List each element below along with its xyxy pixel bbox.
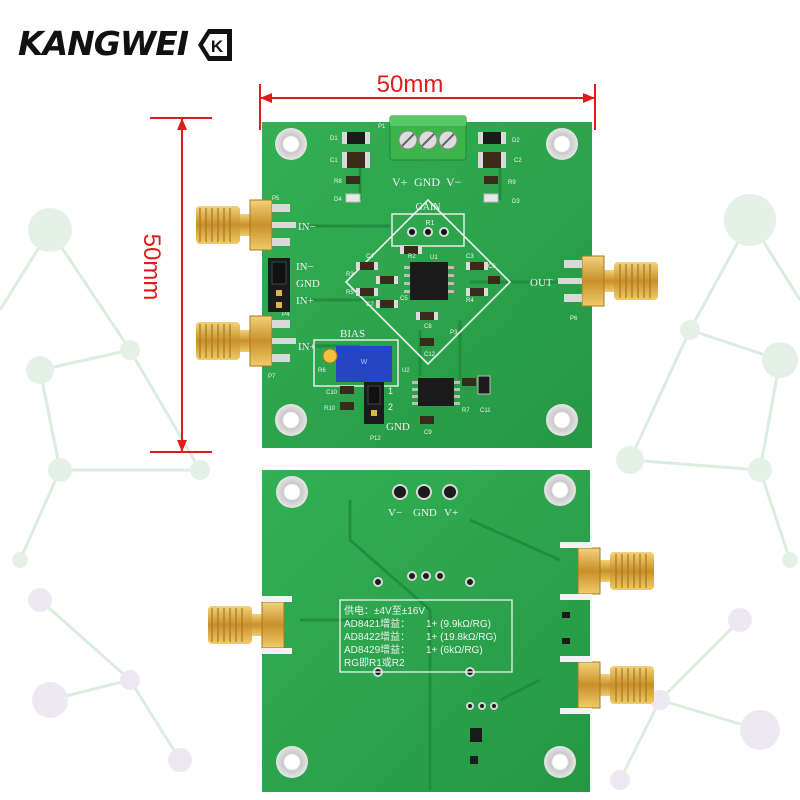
diamond-outline	[344, 198, 512, 366]
ref-p4: P4	[282, 312, 290, 318]
ref-c7: C7	[366, 302, 374, 308]
info-line-3-label: AD8429增益：	[344, 643, 410, 656]
bottom-label-vplus: V+	[444, 507, 458, 519]
ref-r5: R5	[346, 290, 354, 296]
info-box	[339, 599, 513, 673]
mounting-holes	[275, 128, 578, 436]
sma-in-minus	[196, 199, 296, 251]
brand-logo-mark: K	[198, 29, 232, 61]
ref-d4: D4	[334, 197, 342, 203]
ref-p1: P1	[378, 124, 386, 130]
brand-logo-text: KANGWEI	[18, 24, 189, 63]
ref-r10: R10	[324, 406, 336, 412]
input-jumper	[268, 258, 290, 312]
bias-gnd-label: GND	[386, 421, 410, 433]
ref-c1: C1	[330, 158, 338, 164]
width-dimension: 50mm	[259, 71, 596, 130]
bias-jumper	[364, 382, 384, 424]
bottom-mounting-holes	[276, 474, 576, 778]
ref-p12: P12	[370, 436, 381, 442]
height-label: 50mm	[138, 234, 165, 301]
info-line-2-value: 1+ (19.8kΩ/RG)	[426, 632, 497, 643]
ref-p6: P6	[570, 316, 578, 322]
bias-label: BIAS	[340, 328, 365, 340]
ref-r2: R2	[408, 254, 416, 260]
ref-r8: R8	[334, 179, 342, 185]
bias-trimmer: W	[322, 346, 392, 382]
ref-d1: D1	[330, 136, 338, 142]
info-line-1-label: AD8421增益：	[344, 617, 410, 630]
ref-u2: U2	[402, 368, 410, 374]
terminal-label-gnd: GND	[414, 175, 440, 189]
jumper-label-gnd: GND	[296, 278, 320, 290]
screw-terminal	[389, 115, 467, 161]
bottom-sma-left	[208, 596, 292, 654]
ref-d3: D3	[512, 199, 520, 205]
label-in-plus: IN+	[298, 341, 316, 353]
label-out: OUT	[530, 277, 553, 289]
info-line-1-value: 1+ (9.9kΩ/RG)	[426, 619, 491, 630]
ref-c10: C10	[326, 390, 338, 396]
terminal-label-vminus: V−	[446, 175, 462, 189]
ref-c4: C4	[366, 254, 374, 260]
jumper-label-in-minus: IN−	[296, 261, 314, 273]
height-dimension: 50mm	[138, 117, 212, 453]
bottom-label-gnd: GND	[413, 507, 437, 519]
info-line-2-label: AD8422增益：	[344, 630, 410, 643]
ref-d2: D2	[512, 138, 520, 144]
ref-c11: C11	[480, 408, 491, 414]
smd-components: C4 R3 R5 C7 R2 C3 C6 R4 C5 C8 P3	[346, 246, 500, 336]
ref-c12: C12	[424, 352, 436, 358]
bottom-pcb	[262, 470, 590, 792]
ref-r1: R1	[426, 220, 435, 227]
brand-logo: KANGWEI K	[18, 22, 248, 68]
sma-out	[558, 255, 658, 307]
ref-p7: P7	[268, 374, 276, 380]
width-label: 50mm	[377, 71, 444, 98]
info-line-0: 供电：±4V至±16V	[344, 604, 425, 617]
label-in-minus: IN−	[298, 221, 316, 233]
ref-r7: R7	[462, 408, 470, 414]
ref-u1: U1	[430, 255, 438, 261]
brand-logo-mark-text: K	[211, 37, 224, 56]
bottom-sma-right-top	[560, 542, 654, 600]
ref-r6: R6	[318, 368, 326, 374]
ref-r4: R4	[466, 298, 474, 304]
jumper-pin-2: 2	[388, 402, 393, 412]
ref-r3: R3	[346, 272, 354, 278]
info-line-4: RG即R1或R2	[344, 657, 405, 669]
background-network	[0, 194, 800, 790]
power-pads	[392, 484, 458, 500]
ref-c2: C2	[514, 158, 522, 164]
ref-c9: C9	[424, 430, 432, 436]
ref-p3: P3	[450, 330, 458, 336]
ref-c3: C3	[466, 254, 474, 260]
u1-chip	[410, 262, 448, 300]
jumper-pin-1: 1	[388, 386, 393, 396]
ref-r9: R9	[508, 180, 516, 186]
ref-c5: C5	[400, 296, 408, 302]
ref-c6: C6	[488, 264, 496, 270]
svg-text:W: W	[361, 359, 368, 366]
ref-p5: P5	[272, 196, 280, 202]
sma-in-plus	[196, 315, 296, 367]
bottom-board: V− GND V+ 供电：±4V至±16V AD8421增益：	[208, 470, 654, 792]
u2-chip	[418, 378, 454, 406]
jumper-label-in-plus: IN+	[296, 295, 314, 307]
ref-c8: C8	[424, 324, 432, 330]
terminal-label-vplus: V+	[392, 175, 408, 189]
info-line-3-value: 1+ (6kΩ/RG)	[426, 645, 483, 656]
bottom-label-vminus: V−	[388, 507, 402, 519]
bottom-sma-right-bottom	[560, 656, 654, 714]
gain-label: GAIN	[416, 202, 441, 213]
top-board: GAIN R1 U1	[196, 115, 658, 448]
power-section: D1 D2 C1 C2 R8 R9 D4 D3 P1	[330, 115, 522, 205]
